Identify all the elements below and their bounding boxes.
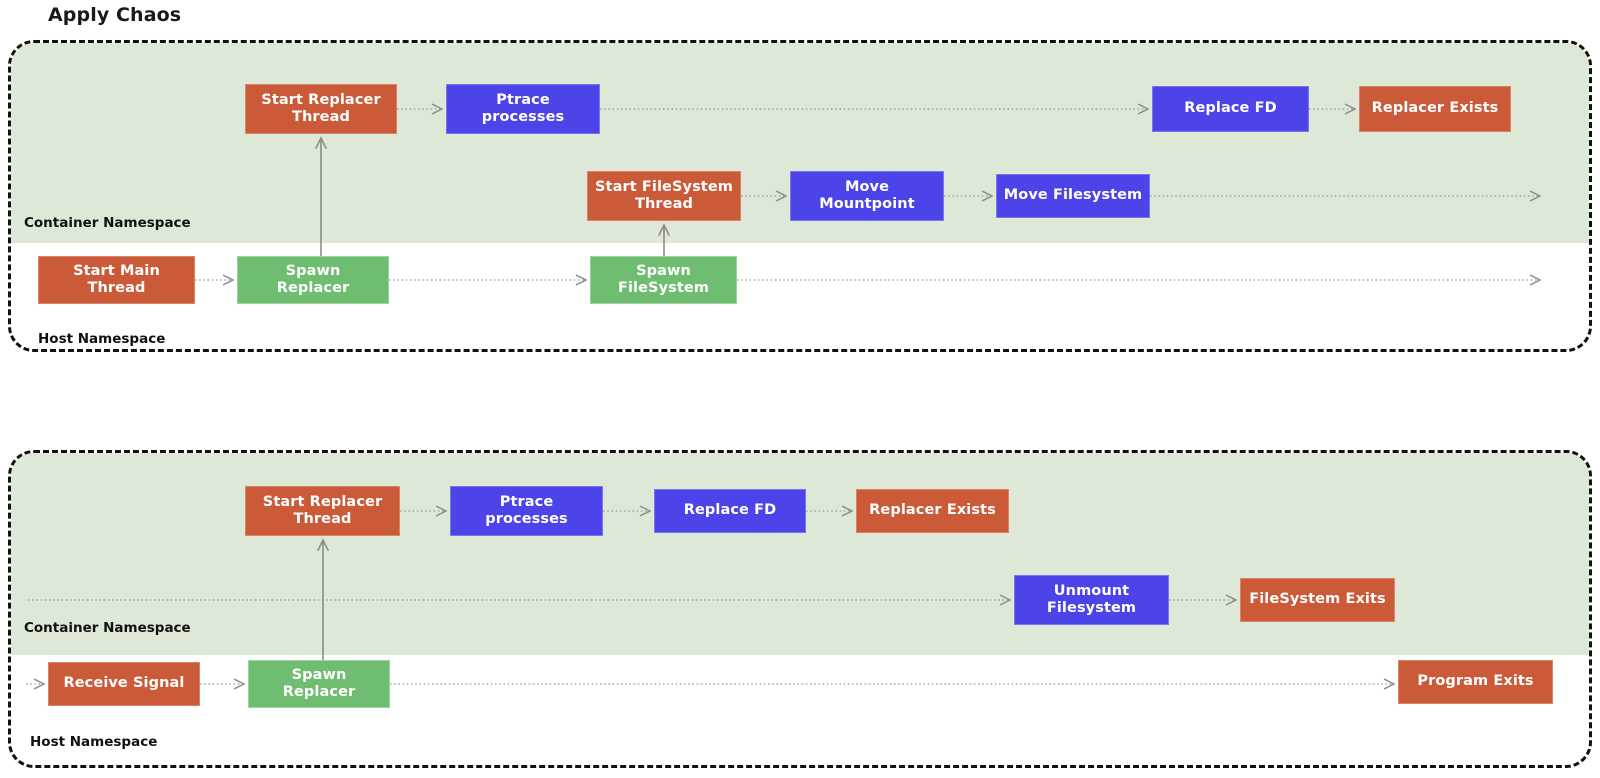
node-start-replacer-thread-2[interactable]: Start Replacer Thread bbox=[245, 486, 400, 536]
node-filesystem-exits[interactable]: FileSystem Exits bbox=[1240, 578, 1395, 622]
node-start-filesystem-thread[interactable]: Start FileSystem Thread bbox=[587, 171, 741, 221]
node-start-replacer-thread[interactable]: Start Replacer Thread bbox=[245, 84, 397, 134]
node-label: Spawn Replacer bbox=[276, 262, 350, 296]
node-spawn-filesystem[interactable]: Spawn FileSystem bbox=[590, 256, 737, 304]
host-namespace-label-2: Host Namespace bbox=[30, 734, 158, 750]
node-spawn-replacer[interactable]: Spawn Replacer bbox=[237, 256, 389, 304]
node-move-mountpoint[interactable]: Move Mountpoint bbox=[790, 171, 944, 221]
node-receive-signal[interactable]: Receive Signal bbox=[48, 662, 200, 706]
node-label: Replacer Exists bbox=[1371, 100, 1499, 117]
node-label: FileSystem Exits bbox=[1249, 591, 1386, 608]
node-label: Start Replacer Thread bbox=[262, 493, 383, 527]
node-label: Ptrace processes bbox=[481, 91, 565, 125]
node-ptrace-processes[interactable]: Ptrace processes bbox=[446, 84, 600, 134]
node-label: Start FileSystem Thread bbox=[595, 178, 733, 212]
node-program-exits[interactable]: Program Exits bbox=[1398, 660, 1553, 704]
node-label: Replace FD bbox=[683, 502, 777, 519]
node-label: Receive Signal bbox=[63, 675, 185, 692]
node-unmount-filesystem[interactable]: Unmount Filesystem bbox=[1014, 575, 1169, 625]
node-label: Start Replacer Thread bbox=[261, 91, 381, 125]
node-label: Replacer Exists bbox=[869, 502, 996, 519]
node-replacer-exists-2[interactable]: Replacer Exists bbox=[856, 489, 1009, 533]
node-label: Program Exits bbox=[1417, 673, 1534, 690]
node-label: Unmount Filesystem bbox=[1046, 582, 1137, 616]
node-replace-fd[interactable]: Replace FD bbox=[1152, 86, 1309, 132]
node-label: Replace FD bbox=[1184, 100, 1277, 117]
page-title: Apply Chaos bbox=[48, 4, 182, 26]
host-namespace-label-1: Host Namespace bbox=[38, 331, 166, 347]
container-namespace-label-2: Container Namespace bbox=[24, 620, 191, 636]
node-spawn-replacer-2[interactable]: Spawn Replacer bbox=[248, 660, 390, 708]
node-label: Move Filesystem bbox=[1003, 187, 1143, 204]
container-namespace-band-2 bbox=[11, 453, 1589, 655]
node-label: Spawn FileSystem bbox=[617, 262, 710, 296]
node-replace-fd-2[interactable]: Replace FD bbox=[654, 489, 806, 533]
node-start-main-thread[interactable]: Start Main Thread bbox=[38, 256, 195, 304]
node-label: Start Main Thread bbox=[73, 262, 160, 296]
node-label: Move Mountpoint bbox=[819, 178, 915, 212]
node-ptrace-processes-2[interactable]: Ptrace processes bbox=[450, 486, 603, 536]
node-label: Ptrace processes bbox=[485, 493, 568, 527]
node-label: Spawn Replacer bbox=[282, 666, 356, 700]
container-namespace-label-1: Container Namespace bbox=[24, 215, 191, 231]
node-replacer-exists[interactable]: Replacer Exists bbox=[1359, 86, 1511, 132]
node-move-filesystem[interactable]: Move Filesystem bbox=[996, 174, 1150, 218]
